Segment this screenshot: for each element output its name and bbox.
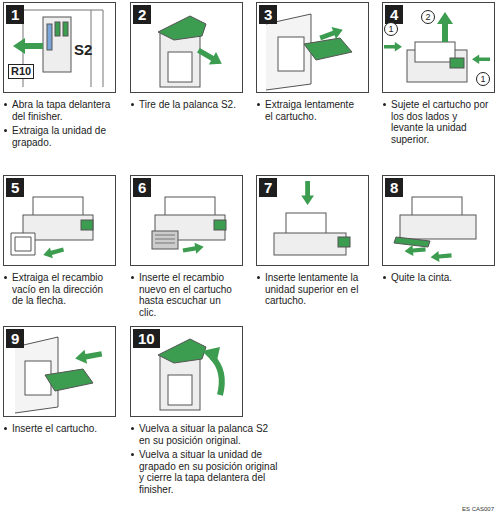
caption-line: Extraiga lentamente el cartucho. xyxy=(256,99,364,122)
step-captions: Tire de la palanca S2. xyxy=(130,99,238,111)
step-caption: Vuelva a situar la palanca S2 en su posi… xyxy=(139,423,280,446)
step-caption: Quite la cinta. xyxy=(391,272,452,284)
part-name: R10 xyxy=(8,64,34,79)
step-caption: Inserte el cartucho. xyxy=(12,423,97,435)
bullet-dot xyxy=(383,276,386,279)
step-box: 3Extraiga lentamente el cartucho. xyxy=(256,2,369,125)
step-box: 6Inserte el recambio nuevo en el cartuch… xyxy=(130,175,243,321)
step-box: 2Tire de la palanca S2. xyxy=(130,2,243,114)
step-caption: Extraiga el recambio vacío en la direcci… xyxy=(12,272,111,307)
bullet-dot xyxy=(4,427,7,430)
step-caption: Inserte el recambio nuevo en el cartucho… xyxy=(139,272,238,318)
part-name: S2 xyxy=(74,42,92,58)
step-panel: 10 xyxy=(130,326,243,417)
step-panel: 3 xyxy=(256,2,369,93)
step-captions: Inserte el recambio nuevo en el cartucho… xyxy=(130,272,238,318)
step-caption: Tire de la palanca S2. xyxy=(139,99,236,111)
step-panel: 7 xyxy=(256,175,369,266)
bullet-dot xyxy=(4,276,7,279)
step-captions: Extraiga lentamente el cartucho. xyxy=(256,99,364,122)
caption-line: Inserte el recambio nuevo en el cartucho… xyxy=(130,272,238,318)
step-captions: Sujete el cartucho por los dos lados y l… xyxy=(382,99,490,145)
step-box: 10Vuelva a situar la palanca S2 en su po… xyxy=(130,326,280,498)
cartridge-illustration xyxy=(394,197,476,263)
callout-number: 1 xyxy=(476,72,490,86)
step-caption: Sujete el cartucho por los dos lados y l… xyxy=(391,99,490,145)
step-number: 7 xyxy=(259,178,277,197)
step-panel: 6 xyxy=(130,175,243,266)
step-caption: Vuelva a situar la unidad de grapado en … xyxy=(139,449,280,495)
step-number: 8 xyxy=(385,178,403,197)
bullet-dot xyxy=(4,103,7,106)
step-number: 3 xyxy=(259,5,277,24)
step-panel: 5 xyxy=(3,175,116,266)
step-captions: Inserte el cartucho. xyxy=(3,423,111,435)
step-number: 2 xyxy=(133,5,151,24)
step-panel: 2 xyxy=(130,2,243,93)
step-captions: Extraiga el recambio vacío en la direcci… xyxy=(3,272,111,307)
step-box: 8Quite la cinta. xyxy=(382,175,495,287)
caption-line: Extraiga la unidad de grapado. xyxy=(3,125,111,148)
step-panel: 1 xyxy=(3,2,116,93)
caption-line: Vuelva a situar la palanca S2 en su posi… xyxy=(130,423,280,446)
bullet-dot xyxy=(131,453,134,456)
caption-line: Extraiga el recambio vacío en la direcci… xyxy=(3,272,111,307)
caption-line: Tire de la palanca S2. xyxy=(130,99,238,111)
bullet-dot xyxy=(131,427,134,430)
step-caption: Inserte lentamente la unidad superior en… xyxy=(265,272,364,307)
figure-code: ES CAS007 xyxy=(462,506,494,513)
step-box: 5Extraiga el recambio vacío en la direcc… xyxy=(3,175,116,310)
step-number: 4 xyxy=(385,5,403,24)
caption-line: Vuelva a situar la unidad de grapado en … xyxy=(130,449,280,495)
step-number: 9 xyxy=(6,329,24,348)
caption-line: Sujete el cartucho por los dos lados y l… xyxy=(382,99,490,145)
cartridge-illustration xyxy=(11,197,93,260)
lever-illustration xyxy=(158,16,225,87)
bullet-dot xyxy=(383,103,386,106)
cartridge-illustration xyxy=(274,181,350,255)
caption-line: Inserte lentamente la unidad superior en… xyxy=(256,272,364,307)
step-box: 7Inserte lentamente la unidad superior e… xyxy=(256,175,369,310)
bullet-dot xyxy=(257,103,260,106)
caption-line: Abra la tapa delantera del finisher. xyxy=(3,99,111,122)
step-captions: Vuelva a situar la palanca S2 en su posi… xyxy=(130,423,280,495)
step-captions: Abra la tapa delantera del finisher. Extr… xyxy=(3,99,111,148)
bullet-dot xyxy=(257,276,260,279)
step-number: 6 xyxy=(133,178,151,197)
step-number: 10 xyxy=(133,329,160,348)
lever-illustration xyxy=(158,339,222,410)
step-captions: Inserte lentamente la unidad superior en… xyxy=(256,272,364,307)
step-box: 9Inserte el cartucho. xyxy=(3,326,116,438)
cartridge-illustration xyxy=(15,337,103,413)
caption-line: Inserte el cartucho. xyxy=(3,423,111,435)
bullet-dot xyxy=(4,129,7,132)
step-number: 5 xyxy=(6,178,24,197)
step-caption: Extraiga lentamente el cartucho. xyxy=(265,99,364,122)
bullet-dot xyxy=(131,276,134,279)
step-captions: Quite la cinta. xyxy=(382,272,490,284)
callout-number: 2 xyxy=(421,10,435,24)
cartridge-illustration xyxy=(152,197,226,256)
bullet-dot xyxy=(131,103,134,106)
step-caption: Extraiga la unidad de grapado. xyxy=(12,125,111,148)
cartridge-illustration xyxy=(266,14,352,90)
step-number: 1 xyxy=(6,5,24,24)
callout-number: 1 xyxy=(384,22,398,36)
step-panel: 8 xyxy=(382,175,495,266)
step-caption: Abra la tapa delantera del finisher. xyxy=(12,99,111,122)
caption-line: Quite la cinta. xyxy=(382,272,490,284)
step-panel: 9 xyxy=(3,326,116,417)
